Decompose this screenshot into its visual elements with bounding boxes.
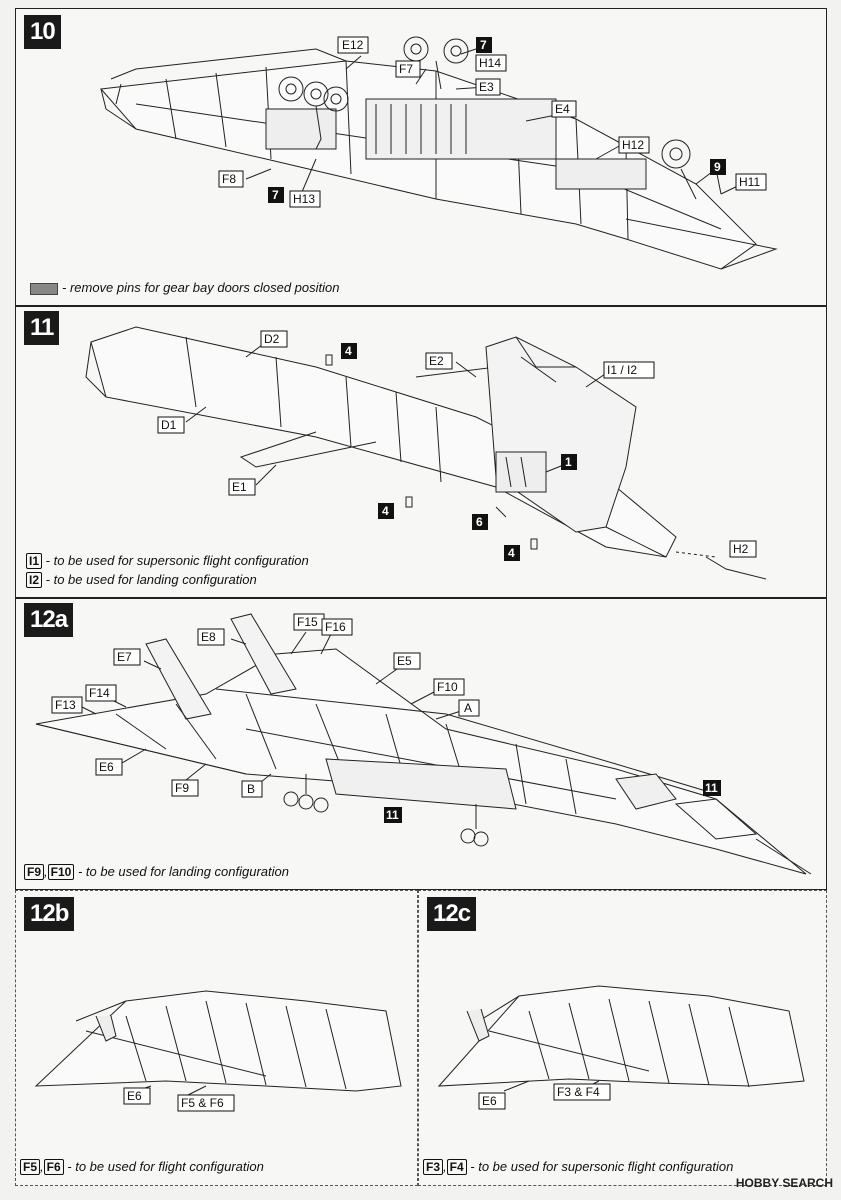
callout-9: 9: [714, 160, 721, 174]
label-F13: F13: [55, 698, 76, 712]
label-E5: E5: [397, 654, 412, 668]
label-A: A: [464, 701, 472, 715]
step-10-note-text: - remove pins for gear bay doors closed …: [62, 280, 340, 295]
label-H14: H14: [479, 56, 501, 70]
step-12a-note: F9,F10 - to be used for landing configur…: [24, 864, 289, 880]
part-I1-box: I1: [26, 553, 43, 569]
label-F16: F16: [325, 620, 346, 634]
label-F9: F9: [175, 781, 189, 795]
part-I2-box: I2: [26, 572, 43, 588]
label-E1: E1: [232, 480, 247, 494]
callout-4c: 4: [508, 546, 515, 560]
label-E2: E2: [429, 354, 444, 368]
label-E6: E6: [99, 760, 114, 774]
step-10-panel: 10: [15, 8, 827, 306]
label-I1I2: I1 / I2: [607, 363, 637, 377]
step-10-number: 10: [24, 15, 61, 49]
step-12b-drawing: E6 F5 & F6: [34, 990, 402, 1112]
part-F5-box: F5: [20, 1159, 41, 1175]
step-10-note: - remove pins for gear bay doors closed …: [30, 280, 339, 295]
label-F8: F8: [222, 172, 236, 186]
part-F6-box: F6: [43, 1159, 64, 1175]
label-E6-12b: E6: [127, 1089, 142, 1103]
step-11-note-1-text: - to be used for supersonic flight confi…: [45, 553, 309, 568]
label-H13: H13: [293, 192, 315, 206]
step-12a-panel: 12a: [15, 598, 827, 890]
step-11-number: 11: [24, 311, 60, 345]
step-12b-panel: 12b E6 F5 & F6 F5,F6 - to be used for fl…: [15, 890, 418, 1186]
label-E4: E4: [555, 102, 570, 116]
label-B: B: [247, 782, 255, 796]
watermark: HOBBY SEARCH: [735, 1176, 833, 1190]
label-F15: F15: [297, 615, 318, 629]
grey-swatch: [30, 282, 58, 295]
part-F3-box: F3: [423, 1159, 444, 1175]
label-F5F6: F5 & F6: [181, 1096, 224, 1110]
step-11-note-1: I1 - to be used for supersonic flight co…: [26, 553, 309, 569]
step-11-note-2: I2 - to be used for landing configuratio…: [26, 572, 257, 588]
label-H12: H12: [622, 138, 644, 152]
label-D2: D2: [264, 332, 280, 346]
label-F14: F14: [89, 686, 110, 700]
step-12b-number: 12b: [24, 897, 75, 931]
step-12a-drawing: E7 E8 F15 F16 E5 F10 A F13 F14 E6 F9 B 1…: [35, 613, 812, 875]
step-12c-number: 12c: [427, 897, 477, 931]
callout-7a: 7: [480, 38, 487, 52]
label-F7: F7: [399, 62, 413, 76]
callout-4a: 4: [345, 344, 352, 358]
step-11-note-2-text: - to be used for landing configuration: [45, 572, 257, 587]
callout-6: 6: [476, 515, 483, 529]
label-D1: D1: [161, 418, 177, 432]
part-F10-box: F10: [47, 864, 75, 880]
step-12b-note-text: - to be used for flight configuration: [67, 1159, 264, 1174]
callout-4b: 4: [382, 504, 389, 518]
step-12b-note: F5,F6 - to be used for flight configurat…: [20, 1159, 264, 1175]
step-12c-panel: 12c E6 F3 & F4 F3,F4 - to be used for su…: [418, 890, 827, 1186]
step-11-drawing: D2 4 E2 I1 / I2 D1 1 E1 4 6 4 H2: [85, 326, 767, 580]
callout-7b: 7: [272, 188, 279, 202]
callout-1: 1: [565, 455, 572, 469]
part-F4-box: F4: [446, 1159, 467, 1175]
part-F9-box: F9: [24, 864, 45, 880]
step-12a-note-text: - to be used for landing configuration: [77, 864, 289, 879]
label-H11: H11: [739, 175, 760, 189]
step-11-panel: 11: [15, 306, 827, 598]
label-E12: E12: [342, 38, 364, 52]
step-12c-note: F3,F4 - to be used for supersonic flight…: [423, 1159, 733, 1175]
step-10-drawing: E12 F7 7 H14 E3 E4 H12 9 H11 F8 7 H13: [99, 36, 778, 270]
label-F10: F10: [437, 680, 458, 694]
step-12a-number: 12a: [24, 603, 74, 637]
step-12c-note-text: - to be used for supersonic flight confi…: [470, 1159, 734, 1174]
callout-11b: 11: [705, 781, 718, 795]
label-E8: E8: [201, 630, 216, 644]
label-E7: E7: [117, 650, 132, 664]
step-12c-drawing: E6 F3 & F4: [437, 985, 805, 1110]
label-F3F4: F3 & F4: [557, 1085, 600, 1099]
label-H2: H2: [733, 542, 749, 556]
label-E3: E3: [479, 80, 494, 94]
label-E6-12c: E6: [482, 1094, 497, 1108]
callout-11a: 11: [386, 808, 399, 822]
